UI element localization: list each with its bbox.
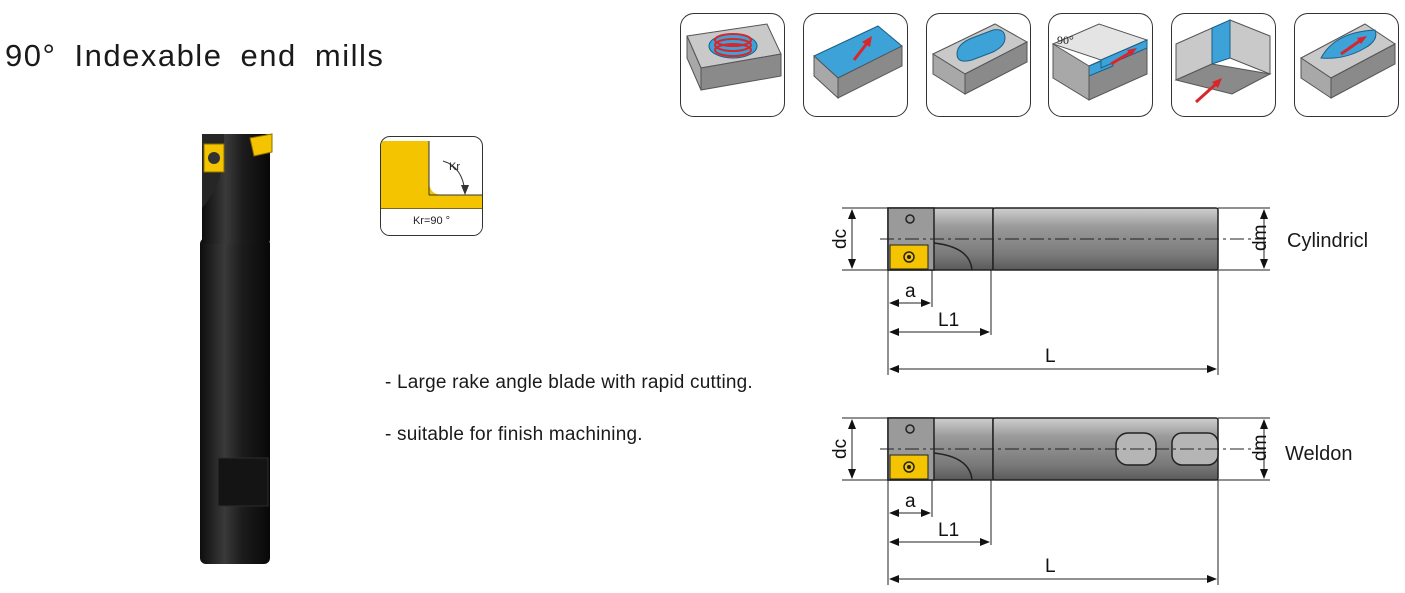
dim-dm: dm — [1250, 225, 1271, 251]
dim-a: a — [905, 281, 916, 302]
dim-L1: L1 — [938, 310, 959, 331]
end-mill-photo — [200, 133, 273, 564]
shoulder-milling-icon: 90° — [1048, 13, 1153, 117]
dim-L: L — [1045, 556, 1056, 577]
variant-label-weldon: Weldon — [1285, 443, 1353, 465]
dim-dm: dm — [1250, 435, 1271, 461]
dim-L: L — [1045, 346, 1056, 367]
cylindrical-drawing: dc dm a L1 L — [830, 207, 1271, 375]
dim-a: a — [905, 491, 916, 512]
weldon-drawing: dc dm a L1 L — [830, 417, 1271, 585]
slot-milling-icon — [1171, 13, 1276, 117]
page-title: 90° Indexable end mills — [5, 38, 385, 73]
variant-label-cylindrical: Cylindricl — [1287, 230, 1369, 252]
helical-milling-icon — [680, 13, 785, 117]
kr-angle-label: Kr — [449, 161, 460, 173]
feature-item: - suitable for finish machining. — [385, 424, 643, 445]
pocket-milling-icon — [926, 13, 1031, 117]
dim-dc: dc — [830, 439, 851, 459]
angle-text: 90° — [1057, 33, 1074, 47]
face-milling-icon — [803, 13, 908, 117]
dim-dc: dc — [830, 229, 851, 249]
kr-caption: Kr=90 ° — [412, 215, 451, 227]
feature-item: - Large rake angle blade with rapid cutt… — [385, 372, 753, 393]
dim-L1: L1 — [938, 520, 959, 541]
kr-angle-diagram: Kr Kr=90 ° — [380, 136, 483, 236]
technical-drawings: dc dm a L1 L dc — [830, 207, 1271, 585]
contour-milling-icon — [1294, 13, 1399, 117]
